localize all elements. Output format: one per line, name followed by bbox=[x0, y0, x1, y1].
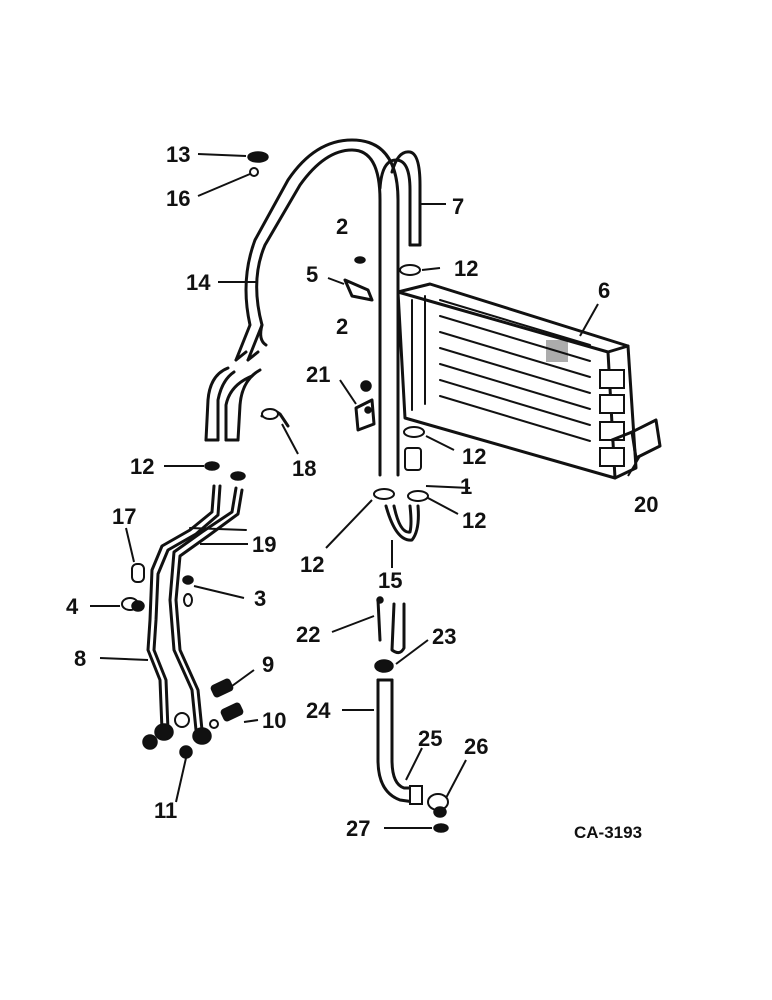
clamp-22-icon bbox=[376, 596, 406, 655]
nut-27-icon bbox=[433, 823, 449, 833]
callout-12-upper: 12 bbox=[454, 256, 478, 281]
callout-15: 15 bbox=[378, 568, 402, 593]
callout-12-right-upper: 12 bbox=[462, 444, 486, 469]
clamp-12-left-icon bbox=[204, 461, 246, 481]
clamp-12-upper-icon bbox=[399, 264, 421, 276]
bracket-5-icon bbox=[343, 278, 374, 302]
callout-5: 5 bbox=[306, 262, 318, 287]
drawing-code: CA-3193 bbox=[574, 823, 642, 842]
fitting-10-icon bbox=[209, 702, 244, 729]
clamp-4-icon bbox=[121, 597, 145, 612]
callout-13: 13 bbox=[166, 142, 190, 167]
elbow-25-icon bbox=[376, 758, 423, 805]
washer-16-icon bbox=[249, 167, 259, 177]
tube-lines-icon bbox=[146, 484, 247, 732]
callout-16: 16 bbox=[166, 186, 190, 211]
callout-12-center: 12 bbox=[300, 552, 324, 577]
callout-6: 6 bbox=[598, 278, 610, 303]
callout-21: 21 bbox=[306, 362, 330, 387]
callout-11: 11 bbox=[154, 798, 177, 823]
callout-12-right-lower: 12 bbox=[462, 508, 486, 533]
bracket-21-icon bbox=[354, 398, 376, 432]
connector-1-icon bbox=[404, 447, 422, 471]
callout-23: 23 bbox=[432, 624, 456, 649]
hose-loop-icon bbox=[204, 138, 422, 477]
callout-2-lower: 2 bbox=[336, 314, 348, 339]
callout-20: 20 bbox=[634, 492, 658, 517]
nut-2-upper-icon bbox=[354, 256, 366, 264]
fitting-26-icon bbox=[427, 793, 449, 818]
callout-12-left: 12 bbox=[130, 454, 154, 479]
nut-2-lower-icon bbox=[360, 380, 372, 392]
clamp-12-right-upper-icon bbox=[403, 426, 425, 438]
callout-10: 10 bbox=[262, 708, 286, 733]
callout-24: 24 bbox=[306, 698, 331, 723]
callout-26: 26 bbox=[464, 734, 488, 759]
callout-labels: 13 16 7 2 12 5 14 6 2 21 18 12 12 1 12 2… bbox=[66, 142, 658, 841]
clamp-12-center-icon bbox=[373, 488, 395, 500]
leader-lines bbox=[90, 153, 641, 829]
callout-4: 4 bbox=[66, 594, 79, 619]
callout-9: 9 bbox=[262, 652, 274, 677]
callout-14: 14 bbox=[186, 270, 211, 295]
callout-7: 7 bbox=[452, 194, 464, 219]
hose-15-icon bbox=[384, 504, 420, 542]
callout-3: 3 bbox=[254, 586, 266, 611]
clamp-13-icon bbox=[247, 151, 269, 163]
callout-27: 27 bbox=[346, 816, 370, 841]
fitting-9-icon bbox=[210, 678, 234, 698]
clip-3-icon bbox=[182, 575, 194, 607]
clip-17-icon bbox=[131, 563, 145, 583]
clip-18-icon bbox=[260, 408, 290, 428]
callout-8: 8 bbox=[74, 646, 86, 671]
clamp-12-right-lower-icon bbox=[407, 490, 429, 502]
callout-1: 1 bbox=[460, 474, 472, 499]
hose-24-icon bbox=[376, 678, 394, 762]
callout-25: 25 bbox=[418, 726, 442, 751]
callout-2-upper: 2 bbox=[336, 214, 348, 239]
washer-23-icon bbox=[374, 659, 394, 673]
mounting-bracket-icon bbox=[610, 418, 662, 460]
callout-22: 22 bbox=[296, 622, 320, 647]
callout-19: 19 bbox=[252, 532, 276, 557]
callout-18: 18 bbox=[292, 456, 316, 481]
oil-cooler-radiator-icon bbox=[396, 282, 638, 480]
callout-17: 17 bbox=[112, 504, 136, 529]
